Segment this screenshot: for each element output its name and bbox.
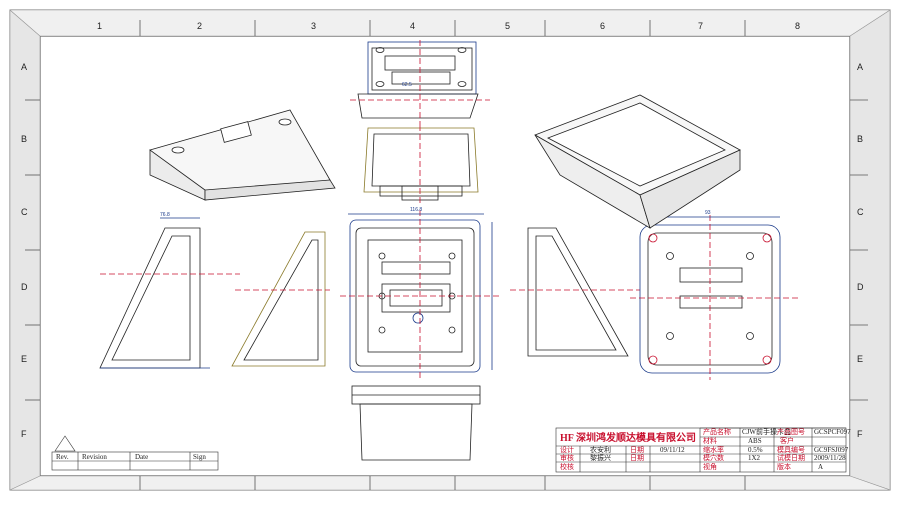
- scale-label: 视角: [703, 462, 717, 471]
- company-name: HF 深圳鸿发顺达模具有限公司: [560, 431, 696, 444]
- row-label: C: [857, 207, 864, 217]
- row-label: A: [21, 62, 27, 72]
- col-label: 3: [311, 21, 316, 31]
- right-side-view: [510, 227, 640, 357]
- dim-right-width: 93: [705, 210, 711, 216]
- row-label: D: [857, 282, 864, 292]
- version-value: A: [818, 463, 823, 471]
- sign-label: Sign: [193, 453, 206, 461]
- material-value: ABS: [748, 437, 762, 445]
- inside-view: [630, 215, 800, 380]
- revision-label: Revision: [82, 453, 107, 461]
- section-view: [363, 125, 479, 205]
- inner-border: [39, 35, 851, 477]
- customer-label: 客户: [780, 436, 794, 445]
- dim-front-width: 116.8: [410, 207, 422, 213]
- date-value: 09/11/12: [660, 446, 685, 454]
- col-label: 4: [410, 21, 415, 31]
- row-label: E: [857, 354, 863, 364]
- isometric-view-1: [149, 109, 336, 201]
- cavity-label: 模穴数: [703, 453, 724, 462]
- dim-side: 76.8: [160, 212, 170, 218]
- date-label: Date: [135, 453, 148, 461]
- shrink-label: 缩水率: [703, 445, 724, 454]
- top-view: [350, 40, 490, 125]
- row-label: C: [21, 207, 28, 217]
- review-label: 审核: [560, 453, 574, 462]
- col-label: 7: [698, 21, 703, 31]
- shrink-value: 0.5%: [748, 446, 763, 454]
- date-label-2: 日期: [630, 454, 644, 462]
- trial-label: 试模日期: [777, 453, 805, 462]
- row-ticks: [25, 99, 868, 401]
- design-label: 设计: [560, 445, 574, 454]
- column-ticks: [139, 20, 746, 490]
- cavity-value: 1X2: [748, 454, 761, 462]
- row-label: D: [21, 282, 28, 292]
- bottom-view: [351, 385, 481, 461]
- row-label: F: [21, 429, 27, 439]
- title-block: [555, 427, 847, 473]
- product-name-label: 产品名称: [703, 427, 731, 436]
- product-name-value: CJW前手操卡盒: [742, 427, 791, 436]
- section-side-view: [231, 231, 330, 367]
- col-label: 5: [505, 21, 510, 31]
- col-label: 1: [97, 21, 102, 31]
- row-label: A: [857, 62, 863, 72]
- trial-value: 2009/11/28: [814, 454, 846, 462]
- check-label: 校核: [560, 462, 574, 471]
- mold-no-value: GC9FSJ097: [814, 446, 849, 454]
- col-label: 2: [197, 21, 202, 31]
- left-title-block: [51, 435, 219, 471]
- rev-label: Rev.: [56, 453, 69, 461]
- date-label-1: 日期: [630, 446, 644, 454]
- version-label: 版本: [777, 462, 791, 471]
- front-view: [340, 210, 500, 380]
- design-value: 农安利: [590, 445, 611, 454]
- col-label: 6: [600, 21, 605, 31]
- row-label: B: [21, 134, 27, 144]
- frame-bevel: [9, 475, 891, 491]
- row-label: B: [857, 134, 863, 144]
- material-label: 材料: [703, 436, 717, 445]
- frame-bevel: [9, 9, 892, 37]
- product-no-value: GCSPCF097: [814, 428, 851, 436]
- mold-no-label: 模具编号: [777, 445, 805, 454]
- dim-top-width: 62.5: [402, 82, 412, 88]
- isometric-view-2: [534, 94, 741, 229]
- col-label: 8: [795, 21, 800, 31]
- review-value: 黎振兴: [590, 453, 611, 462]
- row-label: F: [857, 429, 863, 439]
- row-label: E: [21, 354, 27, 364]
- left-side-view: [99, 217, 240, 369]
- product-no-label: 产品图号: [777, 427, 805, 436]
